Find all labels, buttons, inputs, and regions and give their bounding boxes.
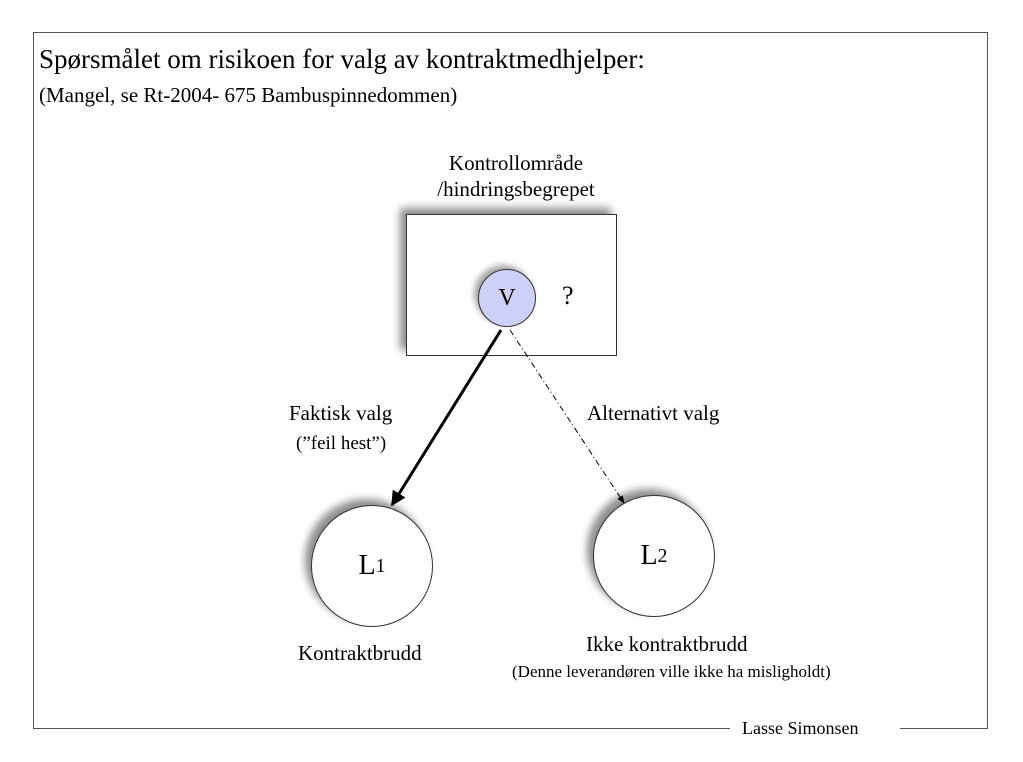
edge-actual-sublabel: (”feil hest”) [296,433,387,454]
node-l2-index: 2 [657,544,668,567]
control-box-label-line1: Kontrollområde [448,151,584,175]
slide-frame [33,32,988,729]
control-box-label-line2: /hindringsbegrepet [437,177,595,201]
node-v-label: V [498,284,516,311]
node-l2-letter: L [640,540,658,571]
node-l1-letter: L [358,550,376,581]
edge-alternative-label: Alternativt valg [587,401,720,425]
outcome-l1: Kontraktbrudd [298,641,422,665]
node-l1-index: 1 [375,554,386,577]
outcome-l2: Ikke kontraktbrudd [586,632,748,656]
control-box-label: Kontrollområde /hindringsbegrepet [416,150,616,202]
footer-rule-left [33,728,730,729]
slide-title: Spørsmålet om risikoen for valg av kontr… [39,44,645,74]
edge-alternative-choice [509,329,625,504]
edge-actual-choice [390,329,503,507]
footer-rule-right [900,728,988,729]
question-mark: ? [562,281,574,310]
slide-subtitle: (Mangel, se Rt-2004- 675 Bambuspinnedomm… [39,83,458,107]
node-v: V [478,269,536,327]
outcome-l2-note: (Denne leverandøren ville ikke ha mislig… [512,662,831,681]
edge-actual-label: Faktisk valg [289,401,393,425]
footer-author: Lasse Simonsen [742,718,859,738]
